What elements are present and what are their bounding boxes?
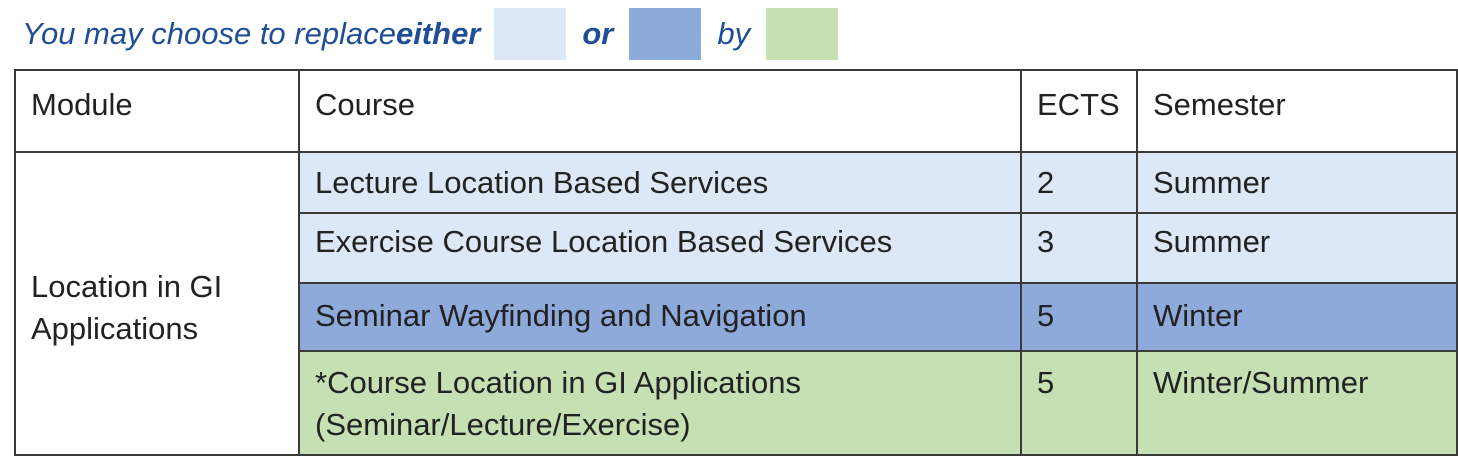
legend-swatch-blue — [629, 8, 702, 60]
semester-cell: Winter — [1136, 282, 1458, 352]
course-cell: Lecture Location Based Services — [298, 151, 1022, 214]
header-module: Module — [14, 69, 300, 153]
module-cell: Location in GI Applications — [14, 151, 300, 456]
course-table: Module Course ECTS Semester Location in … — [14, 69, 1458, 456]
legend-text-either: either — [395, 16, 481, 51]
legend-text-intro: You may choose to replace — [22, 16, 396, 51]
ects-cell: 2 — [1020, 151, 1138, 214]
legend-swatch-light-blue — [494, 8, 567, 60]
course-cell: *Course Location in GI Applications (Sem… — [298, 350, 1022, 456]
color-legend: You may choose to replace either or by — [22, 8, 854, 60]
header-course: Course — [298, 69, 1022, 153]
ects-cell: 5 — [1020, 350, 1138, 456]
legend-text-by: by — [717, 16, 751, 51]
table-header-row: Module Course ECTS Semester — [14, 69, 1458, 153]
ects-cell: 5 — [1020, 282, 1138, 352]
table-row: Exercise Course Location Based Services … — [15, 212, 1458, 284]
semester-cell: Summer — [1136, 212, 1458, 284]
table-row: Location in GI Applications Lecture Loca… — [14, 151, 1458, 456]
header-semester: Semester — [1136, 69, 1458, 153]
semester-cell: Summer — [1136, 151, 1458, 214]
legend-swatch-green — [766, 8, 839, 60]
header-ects: ECTS — [1020, 69, 1138, 153]
course-cell: Exercise Course Location Based Services — [298, 212, 1022, 284]
semester-cell: Winter/Summer — [1136, 350, 1458, 456]
course-cell: Seminar Wayfinding and Navigation — [298, 282, 1022, 352]
ects-cell: 3 — [1020, 212, 1138, 284]
legend-text-or: or — [582, 16, 614, 51]
